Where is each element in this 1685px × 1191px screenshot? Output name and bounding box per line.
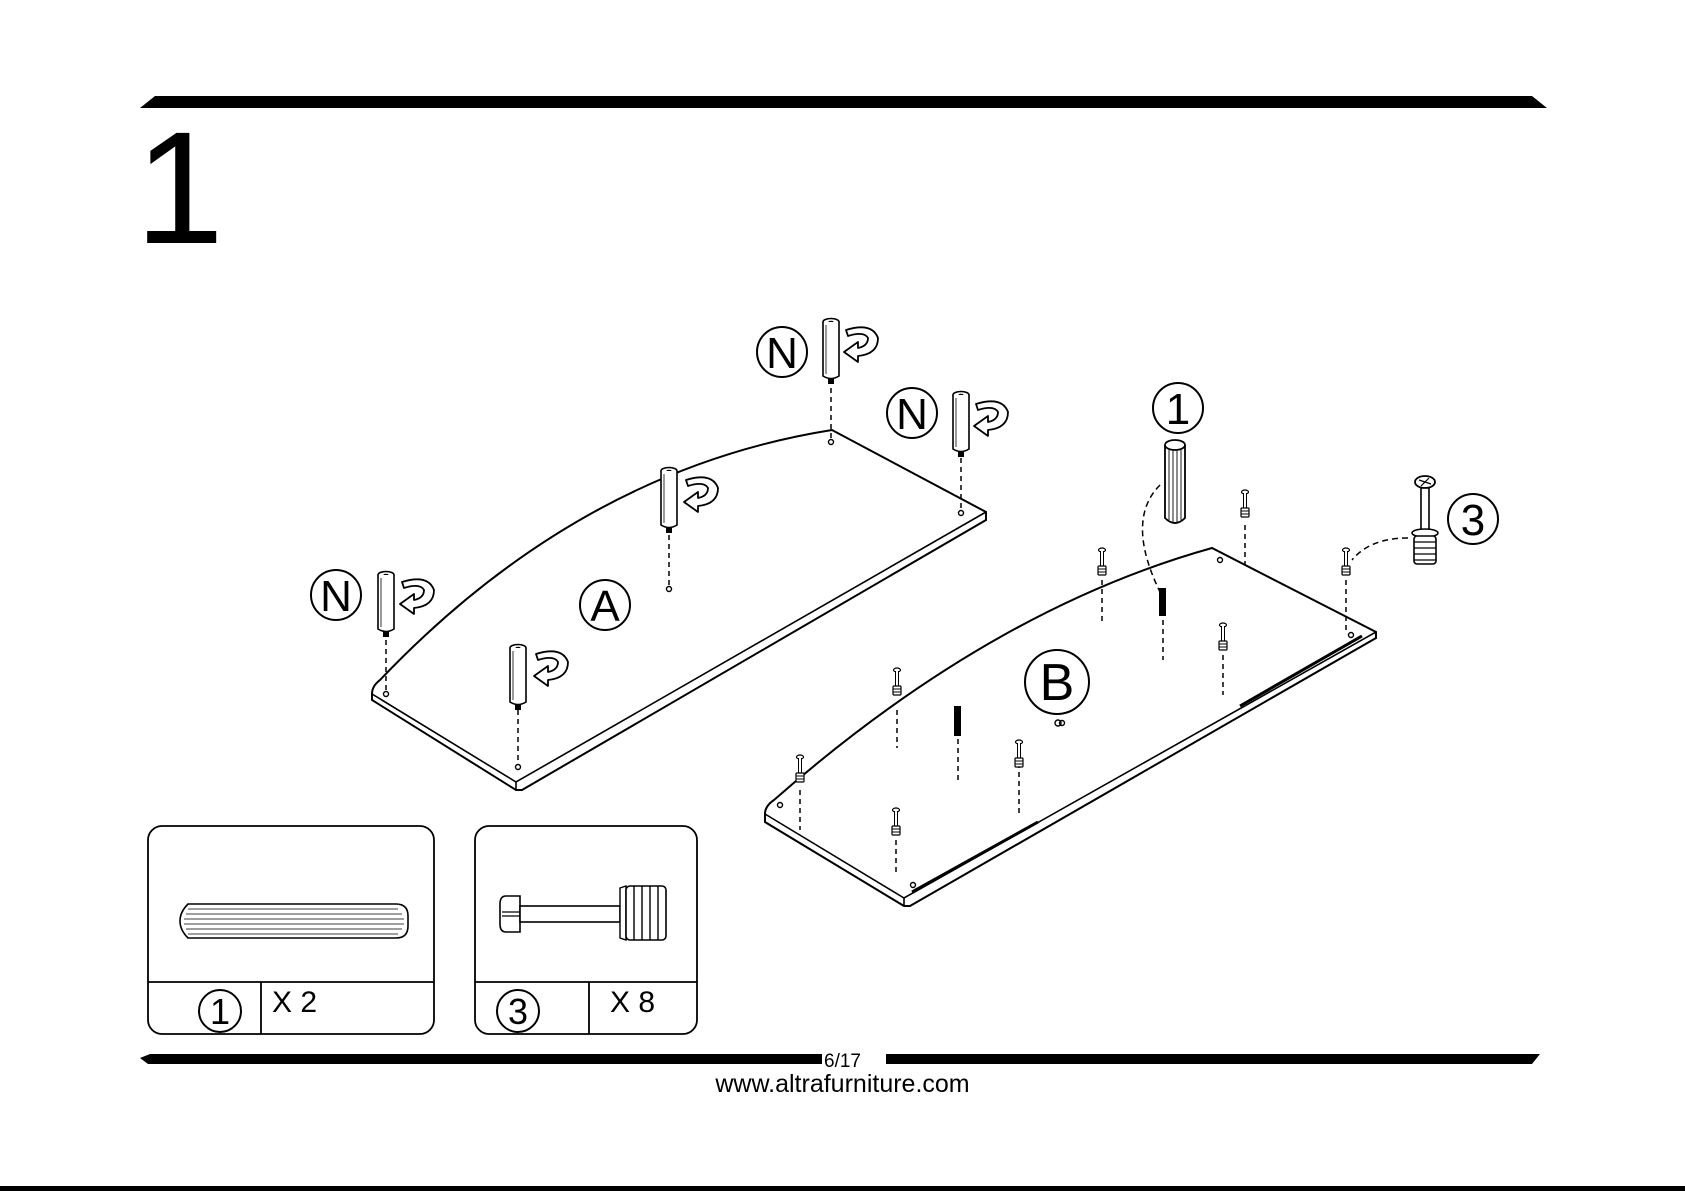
cam-screw-icon [1352,476,1438,564]
dowel-icon [180,904,408,938]
cam-screw-icon [1098,548,1106,575]
callout-cam-post: N [896,390,928,439]
rotate-arrow-icon [974,401,1008,436]
rotate-arrow-icon [400,579,434,614]
parts-legend-cam-screw: 3 [475,826,697,1034]
dowel-icon [954,706,961,736]
cam-post-icon [823,319,839,385]
cam-post-icon [953,392,969,458]
callout-panel-b: B [1040,654,1075,712]
legend-quantity: X 8 [610,988,655,1018]
website-url: www.altrafurniture.com [0,1070,1685,1098]
callout-cam-post: N [766,329,798,378]
callout-dowel: 1 [1166,385,1190,434]
cam-screw-icon [796,755,804,782]
dowel-icon [1159,588,1166,616]
callout-cam-post: N [320,572,352,621]
cam-post-icon [378,572,394,638]
legend-part-id: 1 [210,991,230,1032]
callout-panel-a: A [590,582,620,631]
page-number: 6/17 [0,1052,1685,1072]
cam-screw-icon [1342,548,1350,575]
rotate-arrow-icon [844,327,878,362]
top-rule [140,96,1547,108]
cam-screw-icon [893,668,901,695]
cam-post-icon [510,645,526,711]
callout-cam-screw: 3 [1461,496,1485,545]
cam-post-icon [661,468,677,534]
legend-part-id: 3 [508,991,528,1032]
bottom-edge [0,1186,1685,1191]
cam-screw-icon [1241,490,1249,517]
legend-quantity: X 2 [272,988,317,1018]
